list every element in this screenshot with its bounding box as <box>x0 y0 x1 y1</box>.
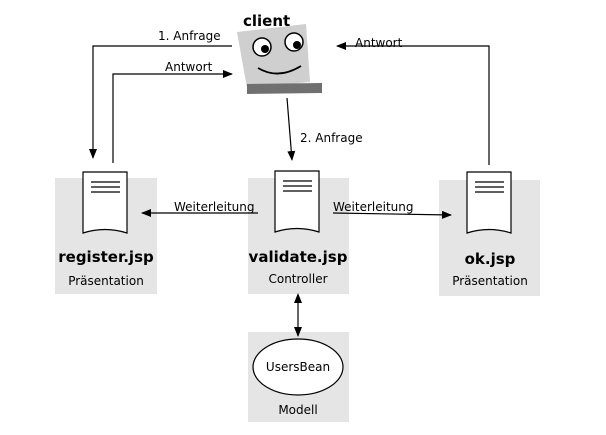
register-document-icon <box>82 171 128 234</box>
bean-role: Modell <box>278 403 318 417</box>
ok-document-icon <box>466 171 512 234</box>
label-request1: 1. Anfrage <box>158 29 221 43</box>
edge-response-register <box>112 70 233 163</box>
edge-request2 <box>286 97 296 161</box>
edge-response-ok <box>336 42 490 165</box>
label-forward-register: Weiterleitung <box>174 200 255 214</box>
label-request2: 2. Anfrage <box>300 131 363 145</box>
usersbean-ellipse <box>252 338 344 396</box>
ok-role: Präsentation <box>452 274 528 288</box>
validate-title: validate.jsp <box>248 248 348 266</box>
ok-title: ok.jsp <box>464 250 516 268</box>
validate-document-icon <box>274 170 320 233</box>
label-response-ok: Antwort <box>355 36 403 50</box>
client-label: client <box>243 12 291 30</box>
bean-title: UsersBean <box>265 360 331 374</box>
register-role: Präsentation <box>68 274 144 288</box>
edge-forward-ok <box>332 210 452 219</box>
client-face-icon <box>237 24 322 94</box>
label-response-register: Antwort <box>165 60 213 74</box>
register-title: register.jsp <box>58 248 154 266</box>
label-forward-ok: Weiterleitung <box>333 200 414 214</box>
validate-role: Controller <box>268 272 328 286</box>
edge-request1 <box>89 45 232 159</box>
